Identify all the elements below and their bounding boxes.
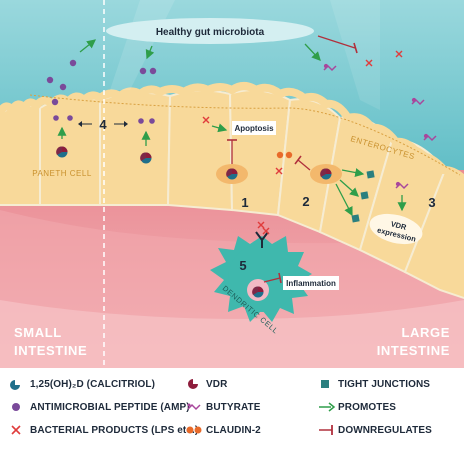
enterocyte-2 [294,155,365,217]
step-number-2: 2 [302,194,309,209]
legend-item-promotes: PROMOTES [318,401,396,413]
legend-label: 1,25(OH)₂D (CALCITRIOL) [30,378,156,390]
legend-item-claudin: CLAUDIN-2 [186,424,261,436]
vdr-expression-label-1: VDR [390,219,408,232]
tight-junction-icon [351,170,375,223]
legend-label: VDR [206,378,228,390]
microbiota-title: Healthy gut microbiota [156,27,265,38]
legend: 1,25(OH)₂D (CALCITRIOL) VDR TIGHT JUNCTI… [0,368,464,450]
legend-label: CLAUDIN-2 [206,424,261,436]
butyrate-icon [323,63,437,142]
small-intestine-label-1: SMALL [14,325,62,340]
promotes-arrow-icon [318,401,336,413]
downregulate-line [317,35,356,49]
legend-label: BUTYRATE [206,401,261,413]
legend-item-butyrate: BUTYRATE [186,401,261,413]
legend-item-amp: ANTIMICROBIAL PEPTIDE (AMP) [10,401,190,413]
tissue-band-light [0,300,464,368]
paneth-label: PANETH CELL [32,169,92,178]
step-number-4: 4 [99,117,107,132]
step-number-3: 3 [428,195,435,210]
legend-label: PROMOTES [338,401,397,413]
tight-junction-icon [318,378,336,390]
enterocyte-1 [211,123,248,184]
calcitriol-icon [10,378,28,390]
apoptosis-box [232,121,276,135]
epithelium-large-intestine [276,98,464,300]
bacterial-product-icon [257,167,283,229]
promote-arrow [304,43,321,61]
enterocyte-3 [369,181,423,245]
downregulates-icon [318,424,336,436]
microbiota-ellipse [106,18,314,44]
inflammation-box [283,276,339,290]
enterocyte-4 [138,118,155,164]
legend-label: TIGHT JUNCTIONS [338,378,431,390]
bacterial-product-icon [365,50,403,67]
step-number-1: 1 [241,195,248,210]
legend-label: BACTERIAL PRODUCTS (LPS etc.) [30,424,199,436]
small-intestine-label-2: INTESTINE [14,343,87,358]
amp-icon [10,401,28,413]
apoptosis-label: Apoptosis [234,124,274,133]
legend-item-tight-junctions: TIGHT JUNCTIONS [318,378,430,390]
legend-label: ANTIMICROBIAL PEPTIDE (AMP) [30,401,190,413]
amp-icon [46,59,157,106]
bacterial-product-icon [262,227,270,235]
promote-arrow [145,45,155,60]
enterocyte-border-line [29,94,461,176]
legend-item-calcitriol: 1,25(OH)₂D (CALCITRIOL) [10,378,155,390]
paneth-cell [53,115,73,158]
light-ray [330,0,380,110]
dendritic-cell [210,231,312,322]
large-intestine-label-1: LARGE [402,325,451,340]
step-number-5: 5 [239,258,246,273]
butyrate-icon [186,401,204,413]
downregulate-bar [353,42,358,54]
legend-label: DOWNREGULATES [338,424,432,436]
legend-item-bacterial-products: BACTERIAL PRODUCTS (LPS etc.) [10,424,198,436]
legend-item-downregulates: DOWNREGULATES [318,424,432,436]
bacterial-product-icon [202,116,210,124]
claudin-icon [186,424,204,436]
bacterial-product-icon [10,424,28,436]
legend-item-vdr: VDR [186,378,227,390]
inflammation-label: Inflammation [286,279,336,288]
microvilli [0,82,464,186]
vdr-icon [186,378,204,390]
promote-arrow [79,39,97,53]
large-intestine-label-2: INTESTINE [377,343,450,358]
claudin-icon [276,151,293,159]
